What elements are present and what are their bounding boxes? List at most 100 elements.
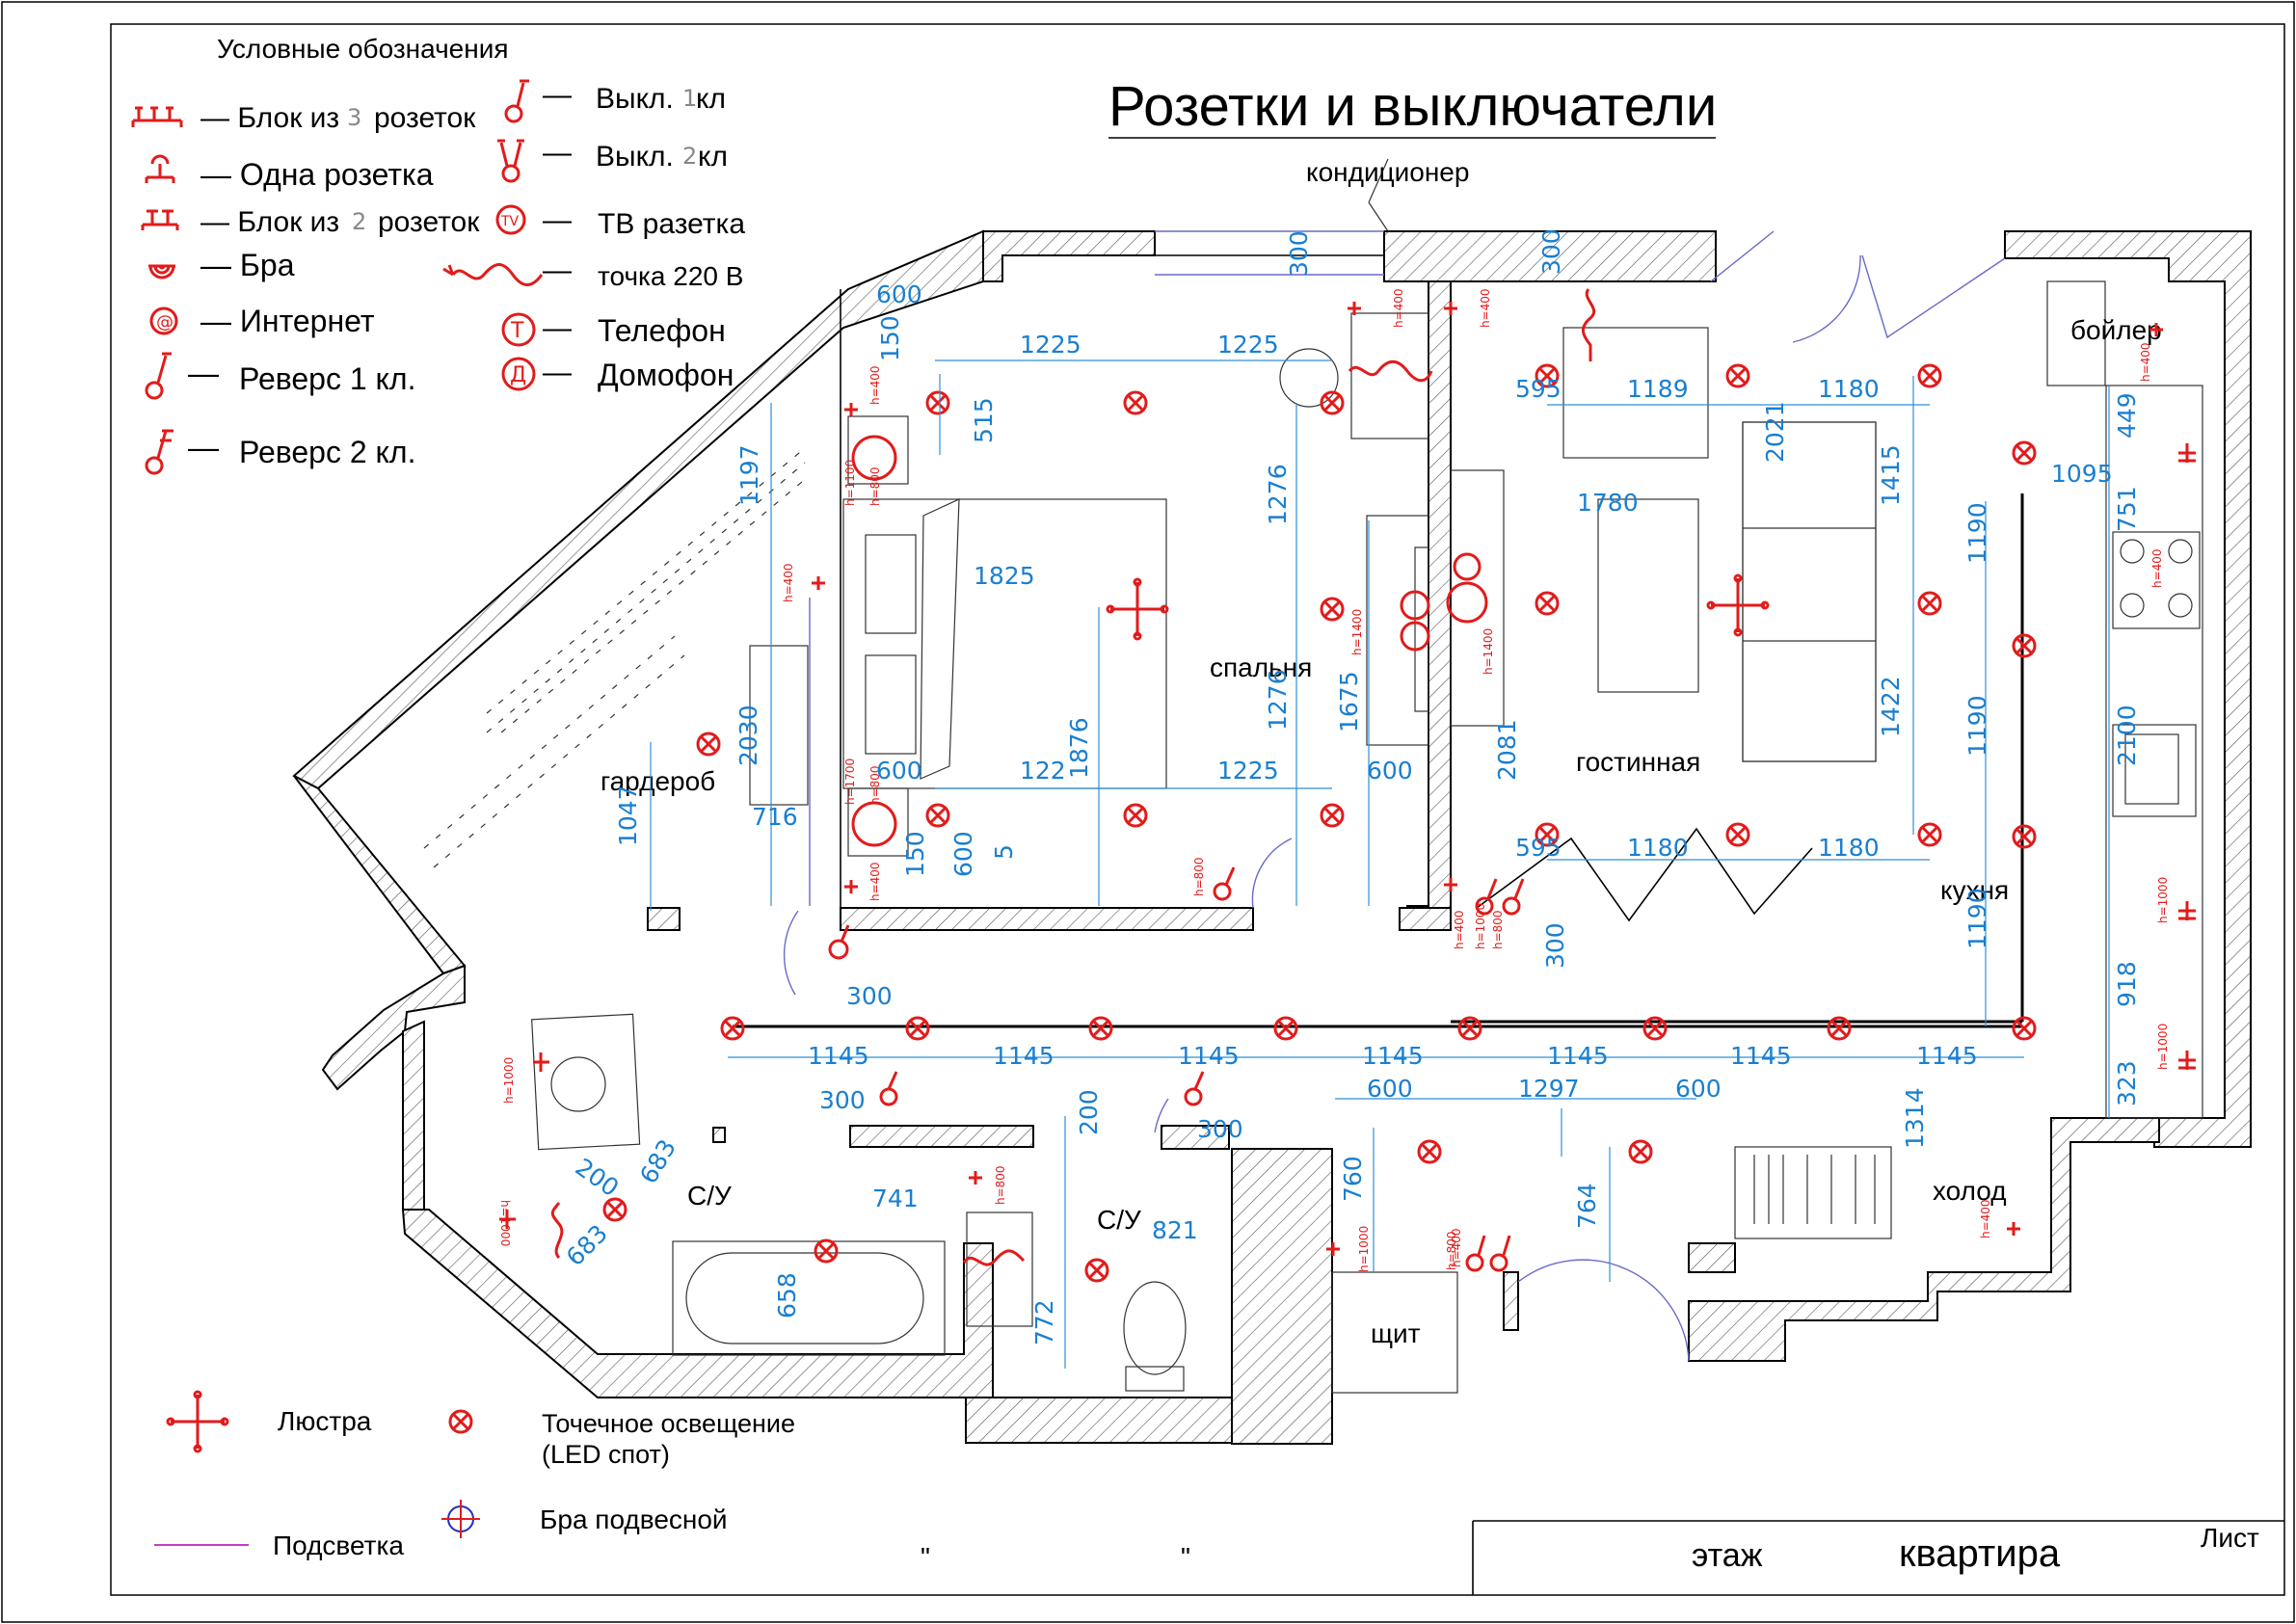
bra-icon xyxy=(148,264,175,280)
svg-text:точка 220 В: точка 220 В xyxy=(598,261,743,291)
spot-light xyxy=(602,1197,627,1222)
legend-heading: Условные обозначения xyxy=(217,34,509,64)
dim-label: 300 xyxy=(1537,228,1565,275)
dim-label: 2081 xyxy=(1493,719,1521,781)
spot-light xyxy=(1320,803,1345,828)
dim-label: 764 xyxy=(1573,1183,1601,1229)
svg-text:—: — xyxy=(543,137,572,169)
point-220v-icon xyxy=(442,263,544,286)
dim-label: 751 xyxy=(2113,486,2141,532)
dim-label: 1180 xyxy=(1627,834,1689,862)
dim-label: 1180 xyxy=(1818,834,1880,862)
height-label: h=1000 xyxy=(2156,1024,2170,1070)
spot-light xyxy=(1535,363,1560,388)
height-label: h=1400 xyxy=(1350,609,1364,655)
dim-label: 1145 xyxy=(993,1042,1055,1070)
spot-light xyxy=(1917,591,1942,616)
svg-text:2: 2 xyxy=(682,143,697,170)
spot-light xyxy=(1725,363,1750,388)
dim-label: 200 xyxy=(1075,1089,1103,1135)
dim-label: 2021 xyxy=(1761,401,1789,463)
floor-label: этаж xyxy=(1692,1537,1763,1574)
plan-lines xyxy=(423,158,2203,1394)
dim-label: 515 xyxy=(970,397,998,443)
dim-label: 716 xyxy=(752,803,798,831)
dimension-lines xyxy=(650,359,2110,1369)
height-label: h=800 xyxy=(1491,910,1505,949)
svg-text:— Интернет: — Интернет xyxy=(200,304,375,338)
dim-label: 918 xyxy=(2113,961,2141,1007)
dim-label: 1422 xyxy=(1877,676,1905,737)
height-label: h=400 xyxy=(1450,1228,1463,1267)
spot-light-icon xyxy=(448,1409,473,1434)
dim-label: 1415 xyxy=(1877,444,1905,506)
dim-label: 1180 xyxy=(1818,375,1880,403)
spot-light xyxy=(1827,1016,1852,1041)
spot-light xyxy=(1088,1016,1113,1041)
spot-light xyxy=(2012,1016,2037,1041)
spot-light xyxy=(696,732,721,757)
svg-text:Реверс 1 кл.: Реверс 1 кл. xyxy=(239,361,415,396)
height-label: h=1000 xyxy=(1474,903,1487,949)
spot-light xyxy=(1917,363,1942,388)
dim-label: 1225 xyxy=(1020,331,1081,359)
dim-label: 1314 xyxy=(1901,1087,1929,1149)
svg-text:3: 3 xyxy=(347,104,361,131)
dim-label: 300 xyxy=(846,982,893,1010)
svg-text:— Бра: — Бра xyxy=(200,248,295,282)
svg-text:—: — xyxy=(188,356,219,390)
dim-label: 595 xyxy=(1515,375,1562,403)
dim-label: 300 xyxy=(1285,230,1313,277)
height-label: h=1100 xyxy=(843,460,857,506)
dim-label: 2100 xyxy=(2113,705,2141,766)
svg-text:розеток: розеток xyxy=(378,206,480,238)
height-label: h=1700 xyxy=(843,759,857,805)
room-bath-2: С/У xyxy=(1097,1205,1141,1235)
dim-label: 600 xyxy=(1367,1075,1413,1103)
single-socket-icon xyxy=(145,154,175,183)
height-label: h=400 xyxy=(868,862,882,901)
room-bedroom: спальня xyxy=(1210,652,1312,682)
svg-text:—: — xyxy=(543,312,572,344)
height-label: h=400 xyxy=(1479,288,1492,328)
spot-light xyxy=(1917,822,1942,847)
dim-label: 1145 xyxy=(808,1042,869,1070)
dim-label: 760 xyxy=(1339,1156,1367,1202)
reverse-1-icon xyxy=(145,352,172,400)
svg-text:ТВ разетка: ТВ разетка xyxy=(598,208,745,240)
switch-1-icon xyxy=(504,79,529,123)
hanging-bra-icon xyxy=(441,1500,480,1538)
quote-mark: " xyxy=(921,1542,930,1572)
sheet-label: Лист xyxy=(2201,1523,2259,1553)
page-title: Розетки и выключатели xyxy=(1108,75,1717,138)
ac-label: кондиционер xyxy=(1306,157,1469,187)
dim-label: 1276 xyxy=(1264,464,1292,525)
spot-light xyxy=(1642,1016,1668,1041)
svg-text:—: — xyxy=(543,357,572,388)
svg-text:(LED спот): (LED спот) xyxy=(542,1440,670,1469)
height-label: h=400 xyxy=(868,365,882,405)
room-wardrobe: гардероб xyxy=(601,766,715,796)
dim-label: 1095 xyxy=(2051,460,2113,488)
dim-label: 683 xyxy=(634,1134,681,1188)
svg-text:— Блок из: — Блок из xyxy=(200,206,339,238)
svg-text:Телефон: Телефон xyxy=(598,313,726,348)
svg-text:1: 1 xyxy=(682,85,697,112)
height-label: h=800 xyxy=(868,765,882,805)
dim-label: 300 xyxy=(819,1086,866,1114)
height-label: h=1000 xyxy=(1357,1226,1371,1272)
svg-text:Подсветка: Подсветка xyxy=(273,1531,404,1560)
dim-label: 200 xyxy=(571,1153,625,1202)
svg-text:Выкл.: Выкл. xyxy=(596,83,674,115)
svg-text:— Блок из: — Блок из xyxy=(200,102,339,134)
spot-light xyxy=(1628,1139,1653,1164)
spot-lights xyxy=(602,363,2037,1283)
svg-text:Д: Д xyxy=(510,363,526,387)
svg-text:—: — xyxy=(543,79,572,111)
room-kitchen: кухня xyxy=(1940,875,2009,905)
spot-light xyxy=(1457,1016,1482,1041)
dim-label: 1675 xyxy=(1335,671,1363,732)
dim-label: 821 xyxy=(1152,1216,1198,1244)
dim-label: 1145 xyxy=(1730,1042,1792,1070)
svg-text:Реверс 2 кл.: Реверс 2 кл. xyxy=(239,435,415,469)
